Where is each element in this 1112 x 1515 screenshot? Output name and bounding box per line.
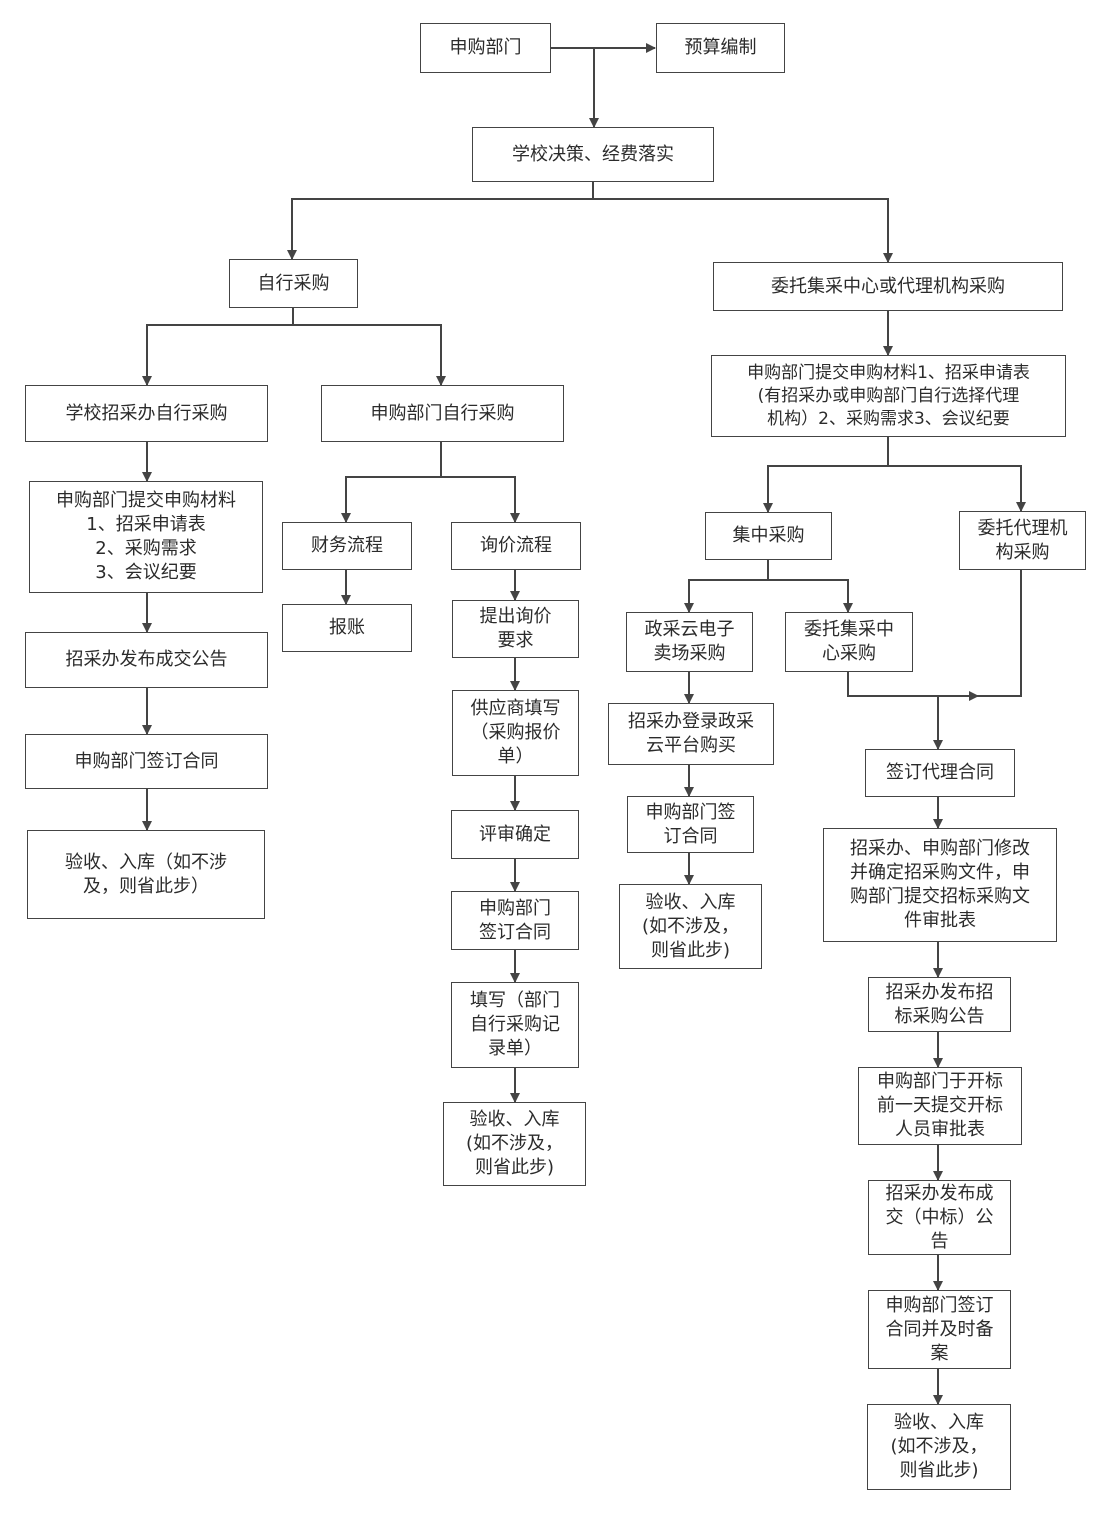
node-modify-docs: 招采办、申购部门修改 并确定招采购文件，申 购部门提交招标采购文 件审批表: [823, 828, 1057, 942]
node-agency-purchase: 委托代理机 构采购: [959, 511, 1086, 570]
edge-dept-to-inquiry: [441, 476, 520, 523]
node-publish-deal-left: 招采办发布成交公告: [25, 632, 268, 688]
node-entrust-center-purchase: 委托集采中 心采购: [785, 612, 913, 672]
node-propose-inquiry: 提出询价 要求: [452, 600, 579, 658]
node-supplier-fill: 供应商填写 （采购报价 单）: [452, 690, 579, 776]
node-submit-materials-right: 申购部门提交申购材料1、招采申请表 (有招采办或申购部门自行选择代理 机构）2、…: [711, 355, 1066, 437]
edge-decision-to-entrust: [593, 198, 893, 263]
node-fill-record: 填写（部门 自行采购记 录单）: [451, 982, 579, 1068]
node-publish-winning: 招采办发布成 交（中标）公 告: [868, 1180, 1011, 1255]
node-accept-cloud: 验收、入库 (如不涉及， 则省此步): [619, 884, 762, 969]
node-apply-dept: 申购部门: [420, 23, 551, 73]
node-budget: 预算编制: [656, 23, 785, 73]
edge-center-merge: [847, 672, 979, 701]
edge-central-to-center: [768, 579, 853, 613]
node-entrust-purchase: 委托集采中心或代理机构采购: [713, 262, 1063, 311]
node-accept-left: 验收、入库（如不涉 及，则省此步）: [27, 830, 265, 919]
node-review-confirm: 评审确定: [451, 810, 579, 859]
node-gov-cloud-purchase: 政采云电子 卖场采购: [626, 612, 753, 672]
node-inquiry-process: 询价流程: [451, 522, 581, 570]
node-sign-file-contract: 申购部门签订 合同并及时备 案: [868, 1290, 1011, 1369]
node-school-office-purchase: 学校招采办自行采购: [25, 385, 268, 442]
edge-decision-split: [291, 182, 594, 259]
node-central-purchase: 集中采购: [705, 512, 832, 560]
node-sign-contract-mid: 申购部门 签订合同: [451, 891, 579, 950]
node-sign-contract-left: 申购部门签订合同: [25, 734, 268, 789]
edge-central-split: [684, 560, 769, 613]
edge-submit-to-agency: [888, 465, 1026, 512]
node-dept-self-purchase: 申购部门自行采购: [321, 385, 564, 442]
node-accept-mid: 验收、入库 (如不涉及， 则省此步): [443, 1102, 586, 1186]
node-decision: 学校决策、经费落实: [472, 127, 714, 182]
node-sign-contract-cloud: 申购部门签 订合同: [627, 796, 754, 853]
node-submit-materials-left: 申购部门提交申购材料 1、招采申请表 2、采购需求 3、会议纪要: [29, 481, 263, 593]
node-self-purchase: 自行采购: [229, 259, 358, 308]
node-publish-tender: 招采办发布招 标采购公告: [868, 977, 1011, 1032]
edge-agency-merge: [978, 570, 1022, 697]
node-reimburse: 报账: [282, 604, 412, 652]
edge-dept-split: [341, 442, 442, 523]
node-sign-agency-contract: 签订代理合同: [865, 749, 1015, 797]
edge-self-to-dept: [293, 324, 446, 386]
edge-self-split: [142, 308, 294, 386]
node-bid-staff-approval: 申购部门于开标 前一天提交开标 人员审批表: [858, 1067, 1022, 1145]
edge-submit-split: [763, 437, 889, 513]
node-accept-right: 验收、入库 (如不涉及， 则省此步): [867, 1404, 1011, 1490]
node-login-gov-cloud: 招采办登录政采 云平台购买: [608, 703, 774, 765]
node-finance-process: 财务流程: [282, 522, 412, 570]
